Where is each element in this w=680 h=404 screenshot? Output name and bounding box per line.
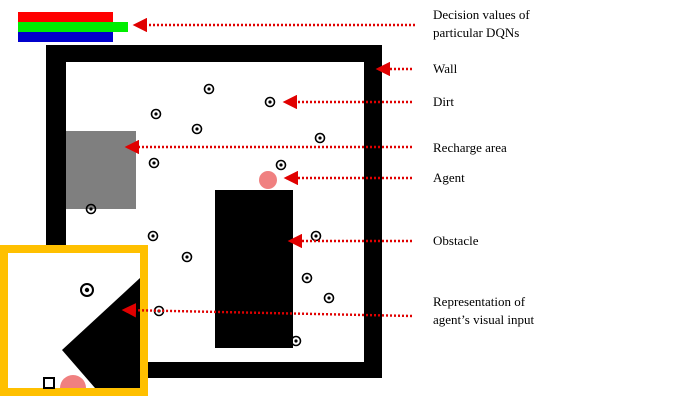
label-visual-input: Representation of agent’s visual input: [433, 294, 535, 327]
dirt-particle: [85, 203, 97, 215]
dirt-particles: [85, 83, 335, 347]
dirt-particle: [203, 83, 215, 95]
dirt-particle: [191, 123, 203, 135]
inset-obstacle-view: [62, 278, 140, 388]
visual-input-inset: [0, 245, 148, 396]
obstacle: [215, 190, 293, 348]
dirt-particle: [301, 272, 313, 284]
arrow-visual-input: [121, 303, 413, 318]
dirt-particle: [314, 132, 326, 144]
recharge-area: [66, 131, 136, 209]
environment: [46, 45, 382, 378]
inset-dirt-partial: [43, 377, 55, 389]
label-agent: Agent: [433, 170, 465, 185]
label-wall: Wall: [433, 61, 458, 76]
decision-bar-green: [18, 22, 128, 32]
dirt-particle: [290, 335, 302, 347]
agent: [259, 171, 277, 189]
decision-bar-red: [18, 12, 113, 22]
arrows: [121, 17, 415, 318]
label-recharge-area: Recharge area: [433, 140, 507, 155]
dirt-particle: [147, 230, 159, 242]
decision-value-bars: [18, 12, 128, 42]
inset-dirt-particle: [80, 283, 94, 297]
decision-bar-blue: [18, 32, 113, 42]
inset-agent-view: [60, 375, 86, 388]
dirt-particle: [181, 251, 193, 263]
dirt-particle: [275, 159, 287, 171]
dirt-particle: [150, 108, 162, 120]
label-decision-values: Decision values of particular DQNs: [433, 7, 530, 40]
dirt-particle: [264, 96, 276, 108]
dirt-particle: [148, 157, 160, 169]
label-dirt: Dirt: [433, 94, 454, 109]
label-obstacle: Obstacle: [433, 233, 479, 248]
dirt-particle: [323, 292, 335, 304]
